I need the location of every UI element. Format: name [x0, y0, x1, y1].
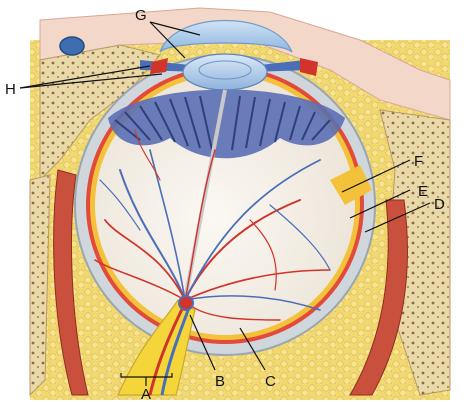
label-g: G	[135, 7, 147, 24]
ciliary-body	[108, 89, 345, 159]
left-orbit-bone	[29, 174, 51, 397]
central-retinal-vein	[160, 304, 192, 396]
label-a: A	[141, 386, 151, 402]
retinal-vessels	[94, 129, 331, 321]
lens-nucleus	[198, 60, 252, 80]
label-h: H	[5, 81, 16, 98]
central-retinal-artery	[148, 304, 186, 396]
label-b: B	[215, 373, 225, 390]
ciliary-muscle-right	[300, 58, 318, 76]
superior-rectus-muscle	[53, 169, 89, 396]
cornea	[159, 19, 293, 53]
lens	[182, 53, 268, 91]
optic-disc	[178, 295, 194, 311]
sinus-opening	[59, 36, 85, 56]
ciliary-muscle	[150, 58, 168, 74]
retina-patch	[330, 165, 372, 205]
label-f: F	[414, 153, 423, 170]
leader-lines	[19, 21, 431, 386]
label-c: C	[265, 373, 276, 390]
inferior-rectus-muscle	[349, 199, 408, 396]
label-e: E	[418, 183, 428, 200]
ciliary-processes	[114, 95, 331, 151]
label-d: D	[434, 196, 445, 213]
